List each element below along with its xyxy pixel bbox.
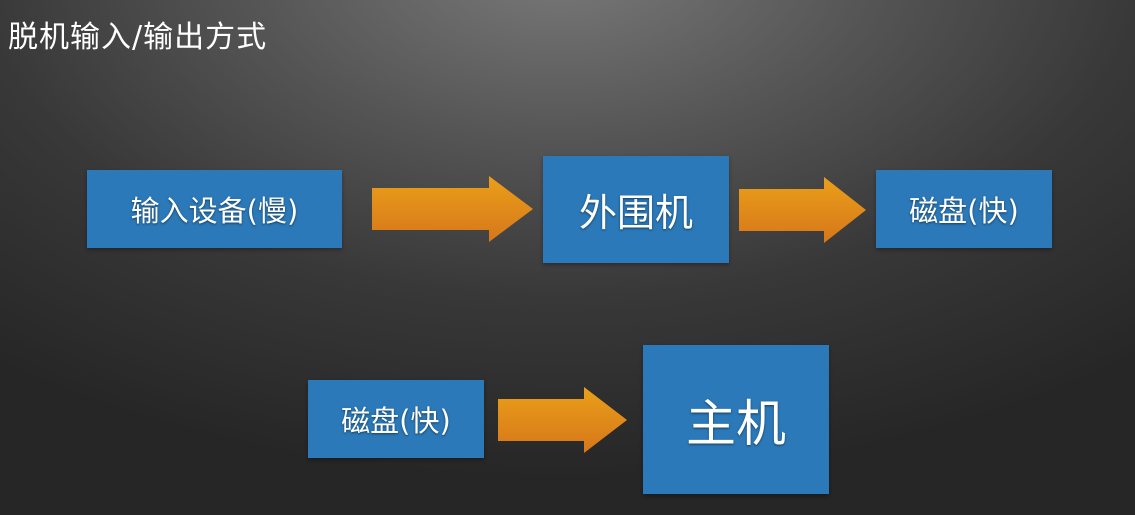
arrow-right-icon [498, 387, 627, 453]
node-disk-top: 磁盘(快) [876, 170, 1052, 248]
node-label: 主机 [686, 394, 786, 453]
arrow-right-icon [372, 176, 533, 242]
node-host: 主机 [643, 345, 829, 494]
node-label: 外围机 [578, 191, 693, 235]
node-disk-bottom: 磁盘(快) [308, 380, 484, 458]
arrow-right-icon [739, 177, 866, 243]
node-label: 磁盘(快) [909, 194, 1019, 228]
node-peripheral: 外围机 [543, 156, 729, 263]
node-input-device: 输入设备(慢) [87, 170, 342, 248]
slide-title: 脱机输入/输出方式 [8, 20, 268, 55]
node-label: 输入设备(慢) [130, 194, 299, 228]
node-label: 磁盘(快) [341, 404, 451, 438]
